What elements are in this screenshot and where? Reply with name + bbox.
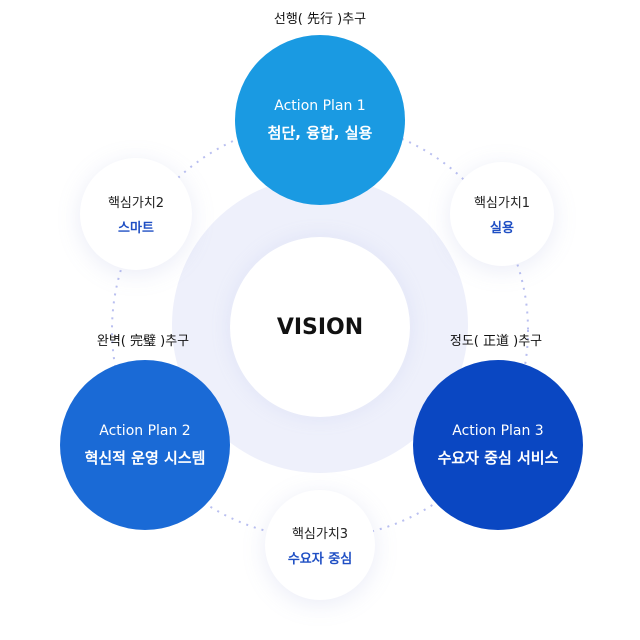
plan1-caption: 선행( 先行 )추구 xyxy=(273,12,367,27)
plan1-title: Action Plan 1 xyxy=(274,97,366,114)
plan2-caption: 완벽( 完璧 )추구 xyxy=(96,334,190,349)
value2-text: 스마트 xyxy=(118,221,154,236)
action-plan-2: Action Plan 2 혁신적 운영 시스템 xyxy=(60,360,230,530)
core-value-1: 핵심가치1 실용 xyxy=(450,162,554,266)
action-plan-1: Action Plan 1 첨단, 융합, 실용 xyxy=(235,35,405,205)
value3-title: 핵심가치3 xyxy=(291,527,349,542)
core-value-2: 핵심가치2 스마트 xyxy=(80,158,192,270)
plan3-subtitle: 수요자 중심 서비스 xyxy=(437,448,559,467)
value2-title: 핵심가치2 xyxy=(107,196,165,211)
action-plan-3: Action Plan 3 수요자 중심 서비스 xyxy=(413,360,583,530)
plan2-title: Action Plan 2 xyxy=(99,422,191,439)
plan1-subtitle: 첨단, 융합, 실용 xyxy=(267,123,373,142)
core-value-3: 핵심가치3 수요자 중심 xyxy=(265,490,375,600)
value1-title: 핵심가치1 xyxy=(473,196,531,211)
vision-label: VISION xyxy=(276,314,364,340)
value3-text: 수요자 중심 xyxy=(287,552,353,567)
plan2-subtitle: 혁신적 운영 시스템 xyxy=(84,448,206,467)
plan3-caption: 정도( 正道 )추구 xyxy=(449,334,543,349)
vision-core: VISION xyxy=(230,237,410,417)
plan3-title: Action Plan 3 xyxy=(452,422,544,439)
value1-text: 실용 xyxy=(490,221,514,236)
